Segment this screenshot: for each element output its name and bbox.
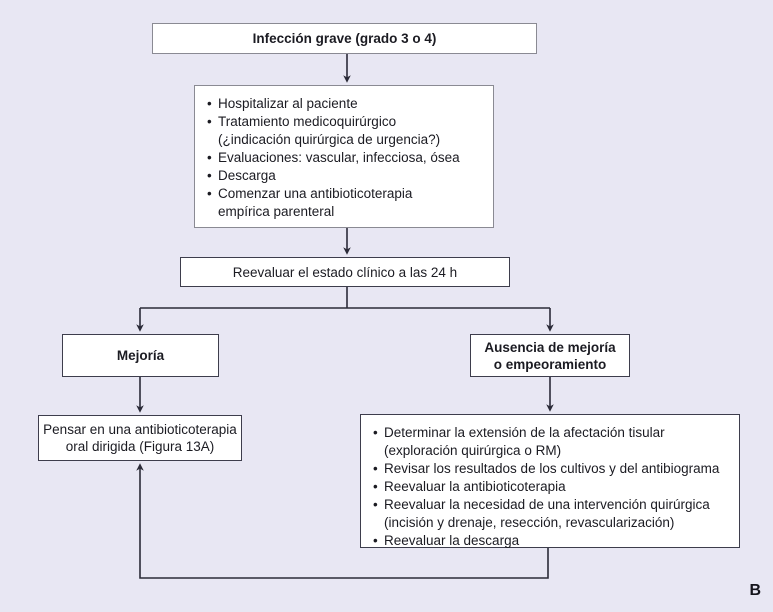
node-no-improvement: Ausencia de mejoría o empeoramiento: [470, 334, 630, 377]
list-item-line2: (incisión y drenaje, resección, revascul…: [384, 515, 675, 530]
list-item: • Reevaluar la necesidad de una interven…: [373, 496, 727, 532]
bullet-icon: •: [207, 150, 212, 165]
list-item: • Determinar la extensión de la afectaci…: [373, 424, 727, 460]
escalation-actions-list: • Determinar la extensión de la afectaci…: [361, 415, 739, 559]
panel-label: B: [749, 582, 761, 599]
list-item-text: Comenzar una antibioticoterapia empírica…: [218, 185, 481, 221]
severe-infection-title: Infección grave (grado 3 o 4): [252, 31, 437, 46]
improvement-title: Mejoría: [116, 348, 165, 363]
list-item-line2: (¿indicación quirúrgica de urgencia?): [218, 132, 441, 147]
bullet-icon: •: [373, 479, 378, 494]
node-improvement: Mejoría: [62, 334, 219, 377]
list-item-text: Reevaluar la necesidad de una intervenci…: [384, 496, 727, 532]
bullet-icon: •: [207, 186, 212, 201]
bullet-icon: •: [373, 461, 378, 476]
list-item-text: Determinar la extensión de la afectación…: [384, 424, 727, 460]
bullet-icon: •: [207, 96, 212, 111]
node-severe-infection: Infección grave (grado 3 o 4): [152, 23, 537, 54]
bullet-icon: •: [207, 114, 212, 129]
list-item-text: Hospitalizar al paciente: [218, 96, 358, 111]
list-item: • Descarga: [207, 167, 481, 185]
list-item-line1: Comenzar una antibioticoterapia: [218, 186, 413, 201]
list-item-text: Descarga: [218, 168, 276, 183]
node-initial-actions: • Hospitalizar al paciente • Tratamiento…: [194, 85, 494, 228]
list-item-text: Tratamiento medicoquirúrgico (¿indicació…: [218, 113, 481, 149]
list-item-line1: Tratamiento medicoquirúrgico: [218, 114, 397, 129]
list-item: • Reevaluar la descarga: [373, 532, 727, 550]
bullet-icon: •: [373, 497, 378, 512]
list-item-line1: Reevaluar la necesidad de una intervenci…: [384, 497, 710, 512]
node-oral-therapy: Pensar en una antibioticoterapia oral di…: [38, 415, 242, 461]
bullet-icon: •: [373, 425, 378, 440]
list-item: • Comenzar una antibioticoterapia empíri…: [207, 185, 481, 221]
reassess-24h-title: Reevaluar el estado clínico a las 24 h: [232, 264, 458, 280]
list-item: • Reevaluar la antibioticoterapia: [373, 478, 727, 496]
list-item: • Revisar los resultados de los cultivos…: [373, 460, 727, 478]
list-item: • Hospitalizar al paciente: [207, 95, 481, 113]
bullet-icon: •: [373, 533, 378, 548]
list-item-text: Reevaluar la antibioticoterapia: [384, 479, 566, 494]
oral-therapy-line2: oral dirigida (Figura 13A): [65, 439, 215, 454]
list-item-text: Reevaluar la descarga: [384, 533, 520, 548]
node-escalation-actions: • Determinar la extensión de la afectaci…: [360, 414, 740, 548]
node-reassess-24h: Reevaluar el estado clínico a las 24 h: [180, 257, 510, 287]
initial-actions-list: • Hospitalizar al paciente • Tratamiento…: [195, 86, 493, 230]
oral-therapy-line1: Pensar en una antibioticoterapia: [43, 422, 237, 437]
bullet-icon: •: [207, 168, 212, 183]
no-improvement-line2: o empeoramiento: [493, 356, 607, 372]
list-item: • Tratamiento medicoquirúrgico (¿indicac…: [207, 113, 481, 149]
list-item-text: Revisar los resultados de los cultivos y…: [384, 461, 720, 476]
oral-therapy-text: Pensar en una antibioticoterapia oral di…: [43, 421, 237, 455]
list-item-line2: empírica parenteral: [218, 204, 335, 219]
no-improvement-title: Ausencia de mejoría o empeoramiento: [484, 339, 615, 373]
list-item-line2: (exploración quirúrgica o RM): [384, 443, 562, 458]
no-improvement-line1: Ausencia de mejoría: [484, 339, 616, 355]
list-item: • Evaluaciones: vascular, infecciosa, ós…: [207, 149, 481, 167]
list-item-line1: Determinar la extensión de la afectación…: [384, 425, 665, 440]
list-item-text: Evaluaciones: vascular, infecciosa, ósea: [218, 150, 460, 165]
